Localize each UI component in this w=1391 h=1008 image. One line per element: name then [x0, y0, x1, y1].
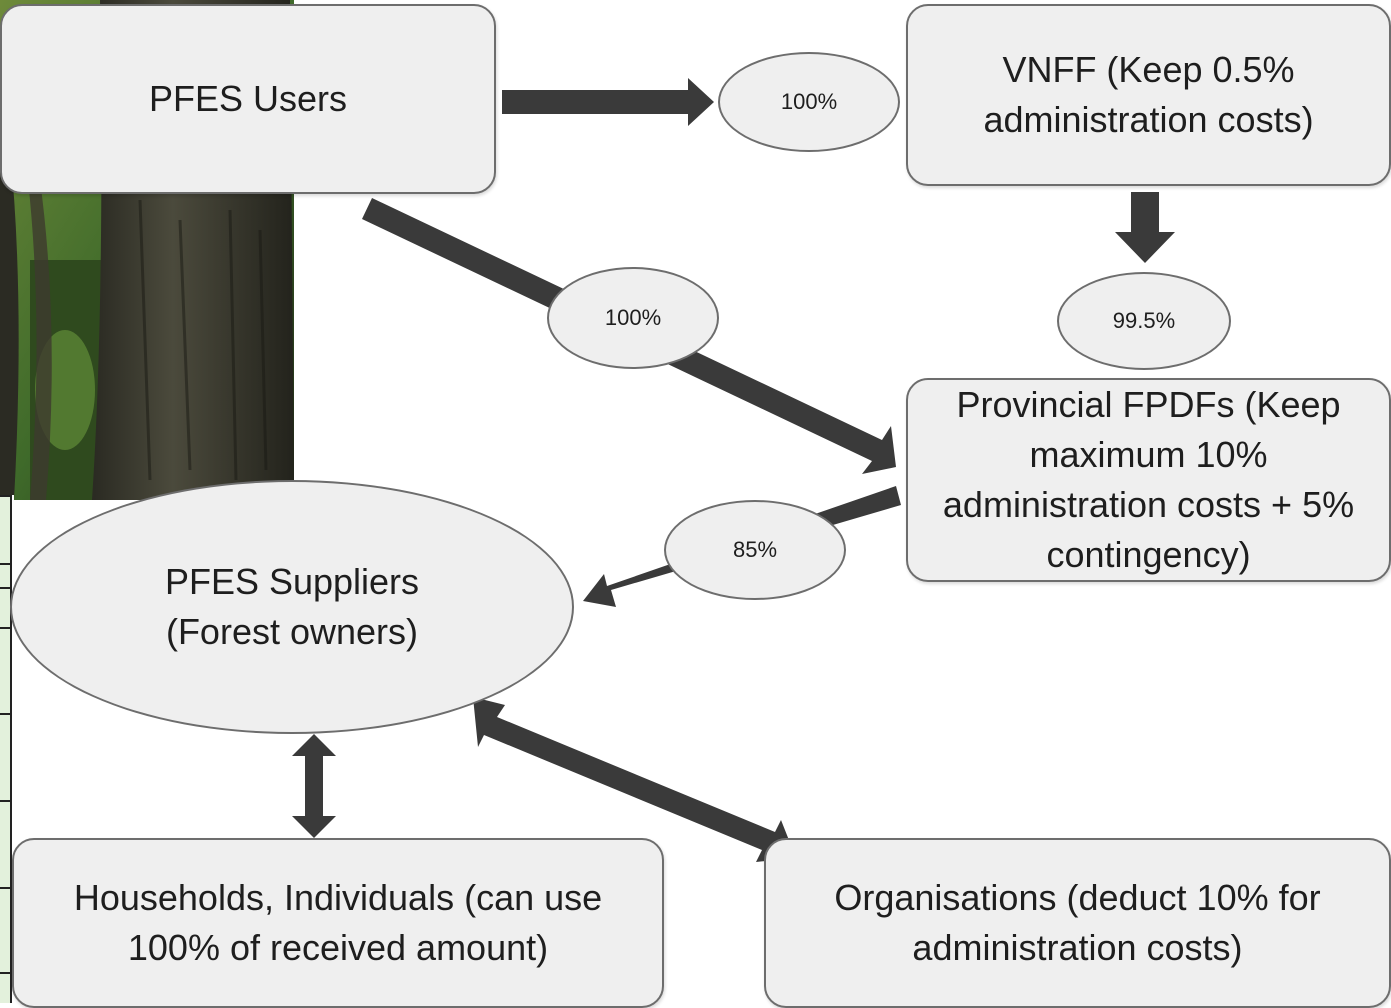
flow-label-users-to-vnff: 100%: [718, 52, 900, 152]
node-pfes-suppliers: PFES Suppliers (Forest owners): [10, 480, 574, 734]
node-households-line-2: 100% of received amount): [127, 927, 549, 968]
node-vnff-line-2: administration costs): [983, 99, 1314, 140]
node-suppliers-line-1: PFES Suppliers: [164, 561, 420, 602]
arrow-suppliers-organisations: [473, 697, 796, 862]
flow-label-fpdfs-to-suppliers: 85%: [664, 500, 846, 600]
node-fpdfs-line-2: maximum 10%: [1029, 434, 1268, 475]
node-pfes-users-label: PFES Users: [148, 78, 348, 119]
node-organisations-line-2: administration costs): [912, 927, 1243, 968]
arrow-suppliers-households: [292, 734, 336, 838]
node-pfes-users: PFES Users: [0, 4, 496, 194]
node-organisations: Organisations (deduct 10% for administra…: [764, 838, 1391, 1008]
flow-label-users-to-fpdfs: 100%: [547, 267, 719, 369]
arrow-vnff-to-fpdfs: [1115, 192, 1175, 263]
node-organisations-line-1: Organisations (deduct 10% for: [834, 877, 1321, 918]
left-table-edge: [0, 495, 12, 1003]
node-fpdfs-line-4: contingency): [1046, 534, 1251, 575]
node-fpdfs-line-1: Provincial FPDFs (Keep: [956, 384, 1341, 425]
node-provincial-fpdfs: Provincial FPDFs (Keep maximum 10% admin…: [906, 378, 1391, 582]
node-households: Households, Individuals (can use 100% of…: [12, 838, 664, 1008]
arrow-users-to-vnff: [502, 78, 714, 126]
flow-label-vnff-to-fpdfs: 99.5%: [1057, 272, 1231, 370]
node-households-line-1: Households, Individuals (can use: [73, 877, 603, 918]
node-vnff-line-1: VNFF (Keep 0.5%: [1002, 49, 1295, 90]
node-suppliers-line-2: (Forest owners): [165, 611, 419, 652]
node-fpdfs-line-3: administration costs + 5%: [942, 484, 1355, 525]
node-vnff: VNFF (Keep 0.5% administration costs): [906, 4, 1391, 186]
